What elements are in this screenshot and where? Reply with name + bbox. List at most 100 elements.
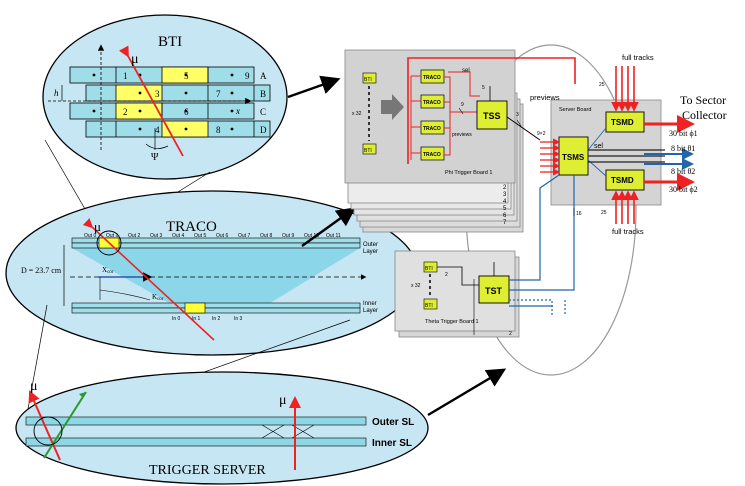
theta-stack-2: 2 [509,331,512,337]
traco-inner-label-2: Layer [363,308,378,314]
bti-row-c: C [260,107,266,117]
phi-stack-6: 6 [503,213,507,219]
sector-collector-outputs: To Sector Collector 30 bit ϕ1 8 bit θ1 8… [644,93,727,194]
previews-bus: previews 9×2 [530,93,561,176]
bti-to-board-arrow [287,75,341,99]
phi-red-wires [410,71,480,160]
trigger-server-tubes [25,416,367,447]
bti-cell-4: 4 [155,125,160,135]
server-previews-label: previews [530,93,560,102]
traco-out-8: Out 8 [260,233,272,239]
traco-k-arc [99,289,151,301]
server-n16: 16 [576,211,582,217]
bti-angle-arc [145,143,169,149]
traco-out-9: Out 9 [282,233,294,239]
bti-cell-5: 5 [184,71,189,81]
trigger-server-panel: Outer SL Inner SL TRIGGER SERVER μ μ [15,371,429,485]
server-board-label: Server Board [559,107,591,113]
bti-row-a: A [260,71,267,81]
traco-out-7: Out 7 [238,233,250,239]
bti-cell-7: 7 [216,89,221,99]
server-sel-label: sel [594,143,603,150]
server-dark-bus [588,149,665,163]
bti-h-label: h [54,88,59,98]
tss-n5: 5 [482,85,485,91]
traco-out-10: Out 10 [304,233,319,239]
tsmd-chip-bottom [605,169,645,191]
phi-bti-top [362,72,377,84]
theta-bti-bottom-label: BTI [425,303,433,309]
bti-panel: BTI 1 5 9 3 7 2 [42,14,288,180]
tss-n3-tick [516,119,522,127]
traco-out-5: Out 5 [194,233,206,239]
phi-stack-numbers: 2 3 4 5 6 7 [503,185,507,226]
traco-outer-tubes [71,237,361,249]
full-tracks-bottom-label: full tracks [612,227,644,236]
full-tracks-top-label: full tracks [622,53,654,62]
full-tracks-bottom: 25 full tracks [601,190,644,236]
traco-outer-label-2: Layer [363,249,378,255]
bti-mu-label: μ [131,52,139,67]
trigger-server-zoom-circle [33,416,63,446]
traco-in-labels: In 0 In 1 In 2 In 3 [172,316,243,322]
server-to-board-arrow [427,368,507,417]
tsmd-bottom-label: TSMD [611,176,634,185]
full-tracks-top-n25: 25 [599,82,605,88]
traco-kcor-label: Kcor [152,293,164,302]
trigger-server-muon-left [28,390,61,461]
tsms-chip [558,136,589,176]
traco-inner-label-1: Inner [363,301,377,307]
bti-cell-8: 8 [216,125,221,135]
traco-xcor-label: Xcor [102,266,114,275]
bti-x-label: x [235,106,240,116]
phi-sel-wire [407,57,576,164]
theta-bti-link [437,266,480,286]
trigger-server-mu-center: μ [279,393,287,408]
bti-row-b: B [260,89,266,99]
traco-panel: TRACO Out 0 Out 1 Out 2 Out 3 Out 4 Out … [5,190,419,356]
phi-board-label: Phi Trigger Board 1 [445,170,492,176]
traco-muon-track [82,218,215,341]
phi-stack-4: 4 [503,199,507,205]
server-n9x2: 9×2 [537,131,546,137]
tss-to-server [506,116,541,141]
traco-inner-tubes [71,302,361,314]
traco-in-0: In 0 [172,316,181,322]
traco-out-3: Out 3 [150,233,162,239]
tsmd-chip-top [605,111,645,133]
traco-out-2: Out 2 [128,233,140,239]
traco-in-3: In 3 [234,316,243,322]
phi-bti-top-label: BTI [364,77,372,83]
bti-cell-1: 1 [123,71,128,81]
trigger-server-ghost-track [43,391,87,459]
traco-distance-label: D = 23.7 cm [21,266,62,275]
phi-bti-bottom-label: BTI [364,148,372,154]
bti-title: BTI [158,34,182,50]
phi-n9: 9 [461,102,464,108]
phi-traco-1: TRACO [423,75,441,81]
bti-tubes [69,66,271,138]
phi-sel-label: sel [462,68,470,74]
phi-tracos: TRACO TRACO TRACO TRACO [420,69,445,161]
phi-n9-tick [458,107,464,115]
theta-board-stack: 2 Theta Trigger Board 1 BTI x 32 BTI 2 T… [394,250,520,338]
full-tracks-bottom-n25: 25 [601,210,607,216]
phi-board-stack: 2 3 4 5 6 7 Phi Trigger Board 1 BTI x 32… [344,49,576,233]
bti-cell-2: 2 [123,107,128,117]
tss-label: TSS [483,111,501,121]
traco-acceptance-region [72,248,360,308]
traco-mu-label: μ [94,219,101,234]
traco-to-board-arrow [301,207,356,247]
tsmd-top-label: TSMD [611,118,634,127]
phi-stack-5: 5 [503,206,507,212]
theta-bti-bottom [423,298,438,310]
output-phi1-label: 30 bit ϕ1 [669,129,698,138]
output-theta1-label: 8 bit θ1 [671,144,695,153]
tss-n3: 3 [516,112,519,118]
output-phi2-label: 30 bit ϕ2 [669,185,698,194]
trigger-server-cross-lines [261,424,315,439]
phi-stack-3: 3 [503,192,507,198]
theta-bti-top-label: BTI [425,266,433,272]
phi-previews-label: previews [452,132,472,138]
traco-out-0: Out 0 [84,233,96,239]
